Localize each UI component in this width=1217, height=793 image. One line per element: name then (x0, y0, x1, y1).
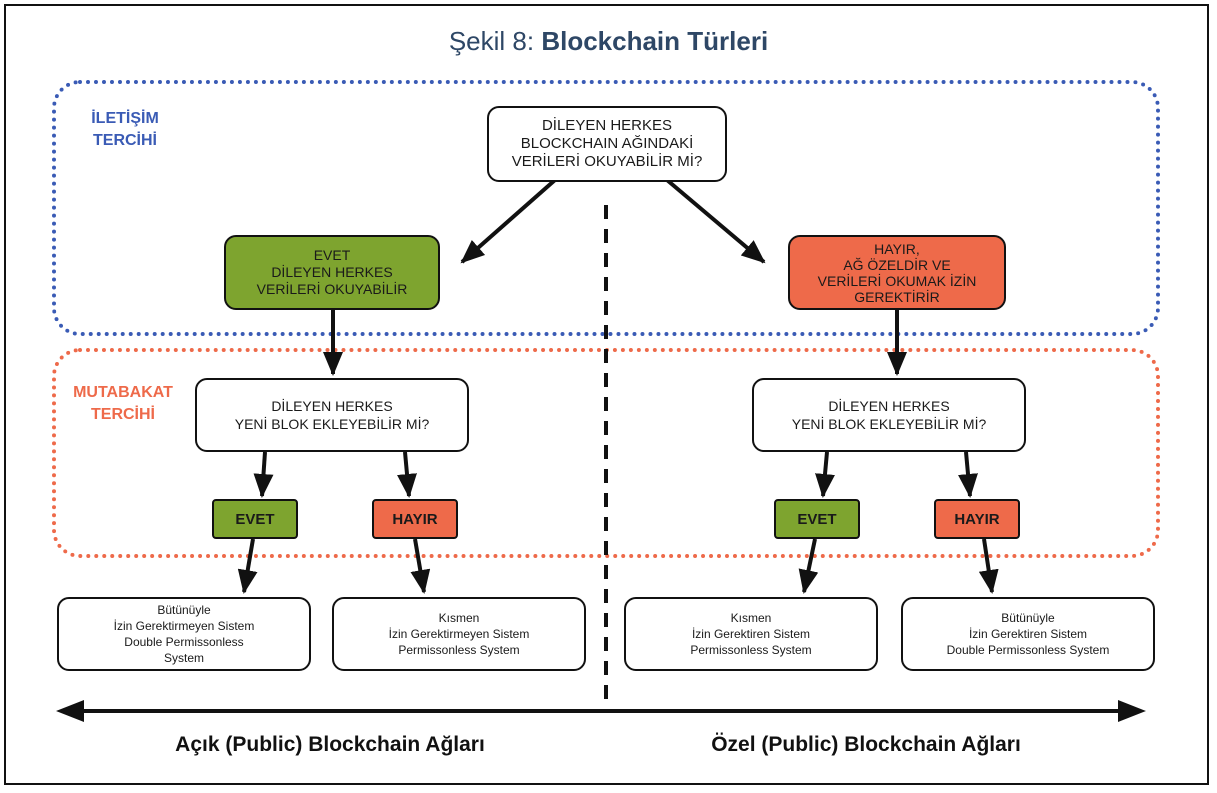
arrow-qleft-evet (253, 451, 274, 498)
public-networks-label: Açık (Public) Blockchain Ağları (175, 733, 485, 756)
read-question-box: DİLEYEN HERKES BLOCKCHAIN AĞINDAKİ VERİL… (487, 106, 727, 182)
arrow-qright-evet (815, 451, 835, 498)
figure-frame (4, 4, 1209, 785)
arrow-main-to-no (665, 178, 766, 264)
outcome-box-3: Kısmen İzin Gerektiren Sistem Permissonl… (624, 597, 878, 671)
private-networks-label: Özel (Public) Blockchain Ağları (711, 733, 1021, 756)
outcome-box-1: Bütünüyle İzin Gerektirmeyen Sistem Doub… (57, 597, 311, 671)
arrow-hayir-out2 (410, 538, 431, 594)
write-question-right: DİLEYEN HERKES YENİ BLOK EKLEYEBİLİR Mİ? (752, 378, 1026, 452)
outcome-box-2: Kısmen İzin Gerektirmeyen Sistem Permiss… (332, 597, 586, 671)
read-no-box: HAYIR, AĞ ÖZELDİR VE VERİLERİ OKUMAK İZİ… (788, 235, 1006, 310)
arrow-main-to-yes (460, 178, 557, 264)
consensus-label: MUTABAKAT TERCİHİ (73, 384, 173, 423)
figure-title: Şekil 8: Blockchain Türleri (0, 26, 1217, 57)
arrow-evet-out1 (237, 538, 258, 594)
communication-label: İLETİŞİM TERCİHİ (91, 110, 159, 149)
arrow-hayir-out4 (978, 538, 999, 594)
arrow-evet-out3 (798, 538, 819, 594)
left-no-tag: HAYIR (372, 499, 458, 539)
figure-number: Şekil 8: (448, 26, 535, 56)
left-yes-tag: EVET (212, 499, 298, 539)
right-no-tag: HAYIR (934, 499, 1020, 539)
arrow-qleft-hayir (397, 451, 417, 498)
spectrum-arrow-left (56, 700, 84, 722)
arrow-qright-hayir (958, 451, 978, 498)
spectrum-arrow-right (1118, 700, 1146, 722)
figure-title-text: Blockchain Türleri (541, 26, 769, 56)
read-yes-box: EVET DİLEYEN HERKES VERİLERİ OKUYABİLİR (224, 235, 440, 310)
write-question-left: DİLEYEN HERKES YENİ BLOK EKLEYEBİLİR Mİ? (195, 378, 469, 452)
right-yes-tag: EVET (774, 499, 860, 539)
outcome-box-4: Bütünüyle İzin Gerektiren Sistem Double … (901, 597, 1155, 671)
